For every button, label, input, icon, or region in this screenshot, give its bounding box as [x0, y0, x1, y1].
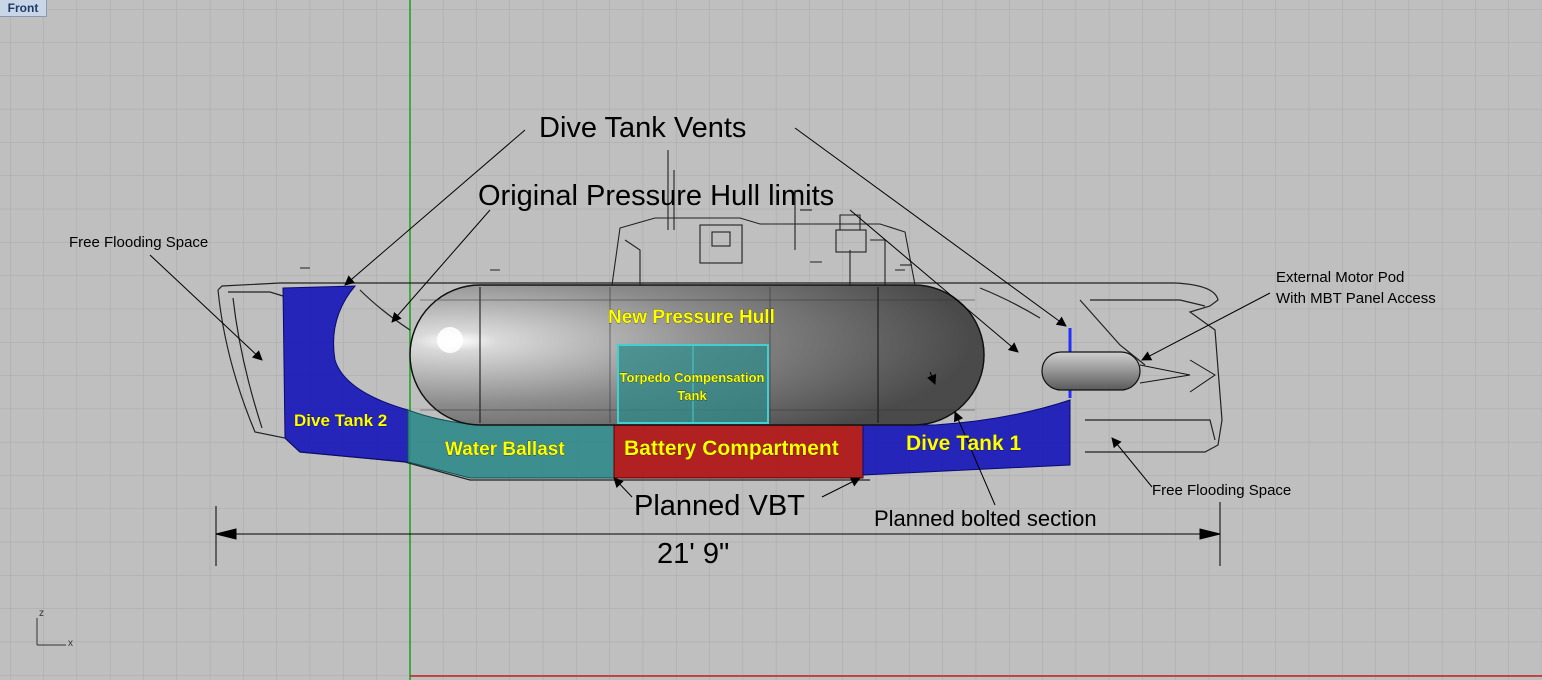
- planned-vbt-label: Planned VBT: [634, 490, 805, 522]
- free-flooding-left-label: Free Flooding Space: [69, 234, 208, 251]
- axis-x-label: x: [68, 638, 73, 649]
- conning-tower: [300, 150, 916, 286]
- viewport-tab[interactable]: Front: [0, 0, 47, 17]
- axis-indicator: [36, 618, 66, 646]
- annotation-leaders: [149, 127, 1271, 506]
- planned-bolted-section-label: Planned bolted section: [874, 506, 1097, 531]
- external-motor-pod: [1041, 351, 1216, 393]
- torpedo-tank-label-line2: Tank: [677, 388, 707, 403]
- length-dimension: [215, 502, 1221, 566]
- battery-compartment-label: Battery Compartment: [624, 437, 839, 460]
- new-pressure-hull-label: New Pressure Hull: [608, 307, 775, 328]
- overall-length-label: 21' 9": [657, 538, 729, 570]
- free-flooding-right-label: Free Flooding Space: [1152, 482, 1291, 499]
- water-ballast-label: Water Ballast: [445, 439, 565, 460]
- original-hull-limits-label: Original Pressure Hull limits: [478, 180, 834, 212]
- dive-tank-1-label: Dive Tank 1: [906, 432, 1021, 455]
- motor-pod-label-line2: With MBT Panel Access: [1276, 290, 1436, 307]
- torpedo-tank-label-line1: Torpedo Compensation: [620, 370, 765, 385]
- motor-pod-label-line1: External Motor Pod: [1276, 269, 1404, 286]
- outer-hull-outline: [217, 282, 1223, 481]
- dive-tank-vents-label: Dive Tank Vents: [539, 112, 746, 144]
- axis-z-label: z: [39, 608, 44, 619]
- dive-tank-2-label: Dive Tank 2: [294, 411, 387, 430]
